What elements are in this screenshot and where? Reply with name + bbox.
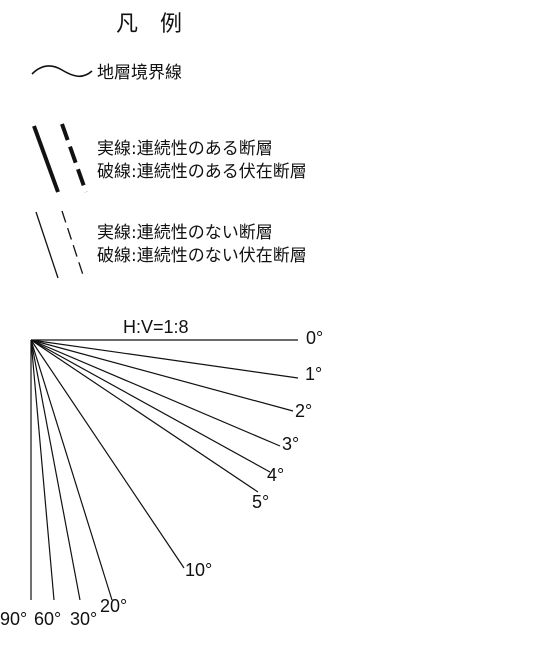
dip-line-3deg xyxy=(30,339,281,447)
dip-label-0deg: 0° xyxy=(306,328,324,348)
dip-label-60deg: 60° xyxy=(34,609,62,629)
dip-line-4deg xyxy=(30,339,271,473)
dip-label-5deg: 5° xyxy=(252,492,270,512)
dip-label-3deg: 3° xyxy=(282,434,300,454)
discontinuous-solid-label: 実線:連続性のない断層 xyxy=(97,223,273,243)
continuous-dashed-label: 破線:連続性のある伏在断層 xyxy=(97,162,307,182)
discontinuous-fault-dashed-symbol xyxy=(61,210,85,279)
continuous-solid-label: 実線:連続性のある断層 xyxy=(97,139,273,159)
boundary-line-symbol xyxy=(31,65,93,78)
dip-line-10deg xyxy=(30,339,185,569)
discontinuous-fault-solid-symbol xyxy=(35,211,59,279)
dip-line-20deg xyxy=(30,339,113,601)
discontinuous-dashed-label: 破線:連続性のない伏在断層 xyxy=(97,246,307,266)
dip-line-2deg xyxy=(30,339,294,412)
legend-title-char-2: 例 xyxy=(160,12,183,37)
dip-line-60deg xyxy=(30,339,55,601)
dip-label-90deg: 90° xyxy=(0,609,28,629)
continuous-fault-solid-symbol xyxy=(32,125,60,193)
dip-scale-fan xyxy=(30,339,299,601)
dip-line-5deg xyxy=(30,339,259,493)
dip-label-1deg: 1° xyxy=(305,364,323,384)
dip-line-30deg xyxy=(30,339,81,601)
legend-title: 凡例 xyxy=(116,6,182,38)
dip-label-4deg: 4° xyxy=(267,465,285,485)
scale-ratio-label: H:V=1:8 xyxy=(123,317,189,337)
dip-label-2deg: 2° xyxy=(295,401,313,421)
dip-label-20deg: 20° xyxy=(100,596,128,616)
continuous-fault-dashed-symbol xyxy=(60,123,88,193)
dip-line-1deg xyxy=(30,339,299,379)
boundary-label: 地層境界線 xyxy=(97,63,182,83)
dip-label-30deg: 30° xyxy=(70,609,98,629)
dip-label-10deg: 10° xyxy=(185,560,213,580)
legend-title-char-1: 凡 xyxy=(116,12,139,37)
